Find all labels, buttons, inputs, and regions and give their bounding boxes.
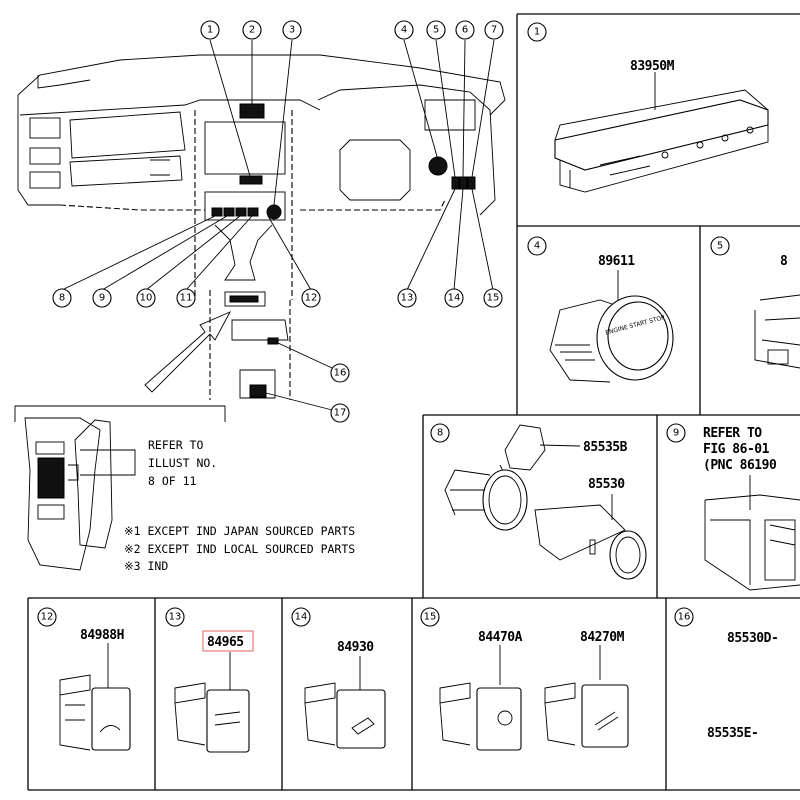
svg-text:14: 14: [448, 293, 461, 304]
panel-12: 12 84988H: [37, 607, 131, 751]
svg-text:3: 3: [289, 25, 295, 36]
svg-text:5: 5: [433, 25, 439, 36]
svg-text:12: 12: [41, 612, 54, 623]
part-85530: 85530: [588, 477, 625, 492]
panel-9: 9 REFER TO FIG 86-01 (PNC 86190: [666, 423, 800, 591]
callout-11: 11: [176, 288, 196, 308]
panel-1: 1 83950M: [527, 22, 769, 193]
part-83950M: 83950M: [630, 59, 675, 74]
svg-text:4: 4: [401, 25, 407, 36]
svg-text:17: 17: [334, 408, 347, 419]
note-3: ※3 IND: [124, 559, 168, 573]
svg-text:8: 8: [59, 293, 65, 304]
svg-text:12: 12: [305, 293, 318, 304]
part-84965: 84965: [207, 635, 244, 650]
part-85530D: 85530D-: [727, 631, 778, 646]
svg-text:11: 11: [180, 293, 193, 304]
svg-text:8: 8: [437, 428, 443, 439]
svg-text:15: 15: [487, 293, 500, 304]
panel-16: 16 85530D- 85535E-: [674, 607, 779, 741]
inset-illustration: REFER TO ILLUST NO. 8 OF 11: [14, 405, 226, 571]
svg-text:15: 15: [424, 612, 437, 623]
panel9-ref-line2: FIG 86-01: [703, 442, 770, 457]
part-84988H: 84988H: [80, 628, 124, 643]
part-84270M: 84270M: [580, 630, 625, 645]
svg-text:6: 6: [462, 25, 468, 36]
panel-15: 15 84470A 84270M: [420, 607, 629, 751]
panel9-ref-line3: (PNC 86190: [703, 458, 777, 473]
svg-text:2: 2: [249, 25, 255, 36]
callout-13: 13: [397, 288, 417, 308]
callout-12: 12: [301, 288, 321, 308]
inset-refer-line2: ILLUST NO.: [148, 456, 217, 470]
panel-13: 13 84965: [165, 607, 254, 753]
panel9-ref-line1: REFER TO: [703, 426, 762, 441]
svg-text:10: 10: [140, 293, 153, 304]
leader-lines: [61, 39, 495, 411]
callout-17: 17: [330, 403, 350, 423]
highlight-84965: [202, 630, 254, 652]
callout-9: 9: [92, 288, 112, 308]
svg-text:4: 4: [534, 241, 540, 252]
svg-text:16: 16: [678, 612, 691, 623]
callout-2: 2: [242, 20, 262, 40]
callout-circles: 1 2 3 4 5 6 7 8 9 10 11 12 13 14 15 16 1…: [52, 20, 504, 423]
part-84930: 84930: [337, 640, 374, 655]
notes: ※1 EXCEPT IND JAPAN SOURCED PARTS ※2 EXC…: [124, 524, 355, 573]
inset-refer-line3: 8 OF 11: [148, 474, 197, 488]
note-2: ※2 EXCEPT IND LOCAL SOURCED PARTS: [124, 542, 355, 556]
callout-14: 14: [444, 288, 464, 308]
svg-text:13: 13: [401, 293, 414, 304]
callout-4: 4: [394, 20, 414, 40]
panel-4: 4 89611 ENGINE START STOP: [527, 236, 674, 383]
svg-text:16: 16: [334, 368, 347, 379]
callout-6: 6: [455, 20, 475, 40]
panel-8: 8 85535B 85530: [430, 423, 647, 580]
callout-10: 10: [136, 288, 156, 308]
callout-1: 1: [200, 20, 220, 40]
svg-text:1: 1: [207, 25, 213, 36]
callout-3: 3: [282, 20, 302, 40]
svg-text:9: 9: [673, 428, 679, 439]
svg-text:13: 13: [169, 612, 182, 623]
part-84470A: 84470A: [478, 630, 523, 645]
svg-text:9: 9: [99, 293, 105, 304]
svg-text:1: 1: [534, 27, 540, 38]
panel-14: 14 84930: [291, 607, 386, 749]
part-85535E: 85535E-: [707, 726, 758, 741]
note-1: ※1 EXCEPT IND JAPAN SOURCED PARTS: [124, 524, 355, 538]
svg-text:14: 14: [295, 612, 308, 623]
callout-5: 5: [426, 20, 446, 40]
callout-16: 16: [330, 363, 350, 383]
panel-5: 5 8: [710, 236, 800, 369]
part-89611: 89611: [598, 254, 635, 269]
callout-8: 8: [52, 288, 72, 308]
part-85535B: 85535B: [583, 440, 628, 455]
svg-text:7: 7: [491, 25, 497, 36]
part-panel5-partial: 8: [780, 254, 788, 269]
callout-15: 15: [483, 288, 503, 308]
dashboard-illustration: [17, 54, 506, 400]
svg-text:5: 5: [717, 241, 723, 252]
panel-frames: [27, 13, 800, 791]
callout-7: 7: [484, 20, 504, 40]
inset-refer-line1: REFER TO: [148, 438, 203, 452]
